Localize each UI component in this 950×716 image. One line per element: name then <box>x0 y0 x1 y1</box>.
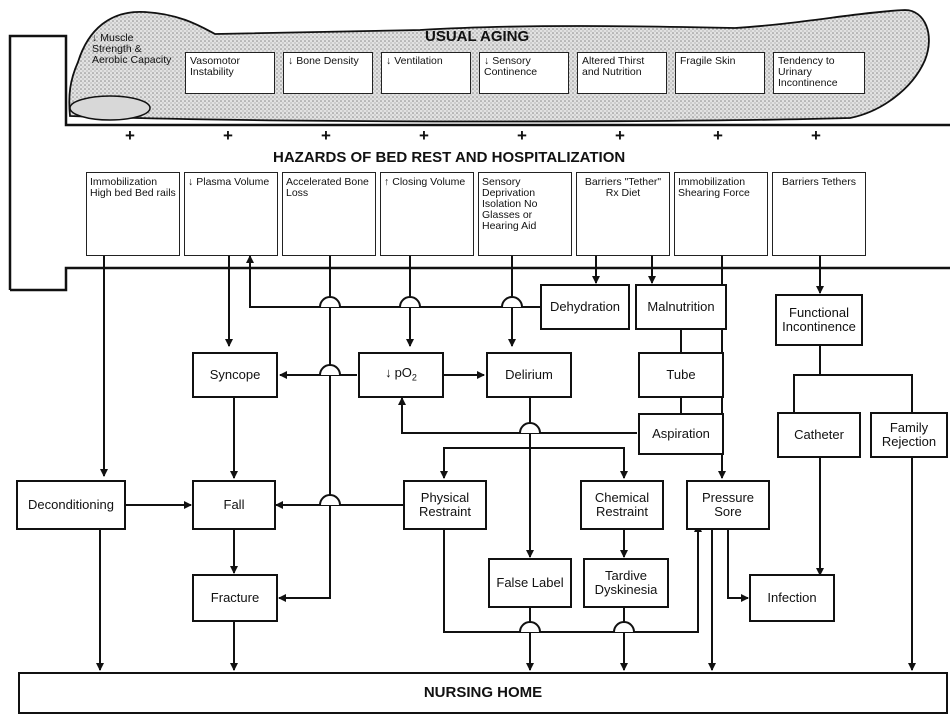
node-deconditioning: Deconditioning <box>16 480 126 530</box>
node-physical-restraint: Physical Restraint <box>403 480 487 530</box>
aging-vasomotor: Vasomotor Instability <box>185 52 275 94</box>
aging-sensory-continence: ↓Sensory Continence <box>479 52 569 94</box>
node-infection: Infection <box>749 574 835 622</box>
node-delirium: Delirium <box>486 352 572 398</box>
node-po2: ↓pO2 <box>358 352 444 398</box>
connectors <box>96 255 916 671</box>
aging-bone-density: ↓Bone Density <box>283 52 373 94</box>
plus-sign: + <box>321 126 331 145</box>
node-nursing-home: NURSING HOME <box>18 672 948 714</box>
node-functional-incontinence: Functional Incontinence <box>775 294 863 346</box>
plus-sign: + <box>713 126 723 145</box>
node-tube: Tube <box>638 352 724 398</box>
hazards-title: HAZARDS OF BED REST AND HOSPITALIZATION <box>273 149 626 166</box>
bed-frame-lower <box>10 266 950 292</box>
aging-thirst-nutrition: Altered Thirst and Nutrition <box>577 52 667 94</box>
hazard-bone-loss: Accelerated Bone Loss <box>282 172 376 256</box>
hazard-immobilization-shearing: Immobilization Shearing Force <box>674 172 768 256</box>
plus-sign: + <box>125 126 135 145</box>
plus-sign: + <box>517 126 527 145</box>
node-catheter: Catheter <box>777 412 861 458</box>
node-chemical-restraint: Chemical Restraint <box>580 480 664 530</box>
node-family-rejection: Family Rejection <box>870 412 948 458</box>
node-tardive-dyskinesia: Tardive Dyskinesia <box>583 558 669 608</box>
node-dehydration: Dehydration <box>540 284 630 330</box>
plus-sign: + <box>419 126 429 145</box>
usual-aging-title: USUAL AGING <box>425 28 530 45</box>
hazard-sensory-deprivation: Sensory Deprivation Isolation No Glasses… <box>478 172 572 256</box>
node-malnutrition: Malnutrition <box>635 284 727 330</box>
aging-urinary-incontinence: Tendency to Urinary Incontinence <box>773 52 865 94</box>
node-false-label: False Label <box>488 558 572 608</box>
aging-ventilation: ↓Ventilation <box>381 52 471 94</box>
plus-sign: + <box>615 126 625 145</box>
node-aspiration: Aspiration <box>638 413 724 455</box>
node-fracture: Fracture <box>192 574 278 622</box>
hazard-barriers-tether: Barriers "Tether" Rx Diet <box>576 172 670 256</box>
pillow <box>69 95 151 121</box>
plus-sign: + <box>811 126 821 145</box>
bed-frame <box>8 34 950 290</box>
plus-sign: + <box>223 126 233 145</box>
hazard-immobilization-bed: Immobilization High bed Bed rails <box>86 172 180 256</box>
aging-fragile-skin: Fragile Skin <box>675 52 765 94</box>
node-fall: Fall <box>192 480 276 530</box>
node-pressure-sore: Pressure Sore <box>686 480 770 530</box>
hazard-plasma-volume: ↓Plasma Volume <box>184 172 278 256</box>
hazard-barriers-tethers: Barriers Tethers <box>772 172 866 256</box>
node-syncope: Syncope <box>192 352 278 398</box>
line-hops <box>319 296 635 633</box>
aging-muscle-strength: ↓Muscle Strength & Aerobic Capacity <box>92 32 172 67</box>
hazard-closing-volume: ↑Closing Volume <box>380 172 474 256</box>
